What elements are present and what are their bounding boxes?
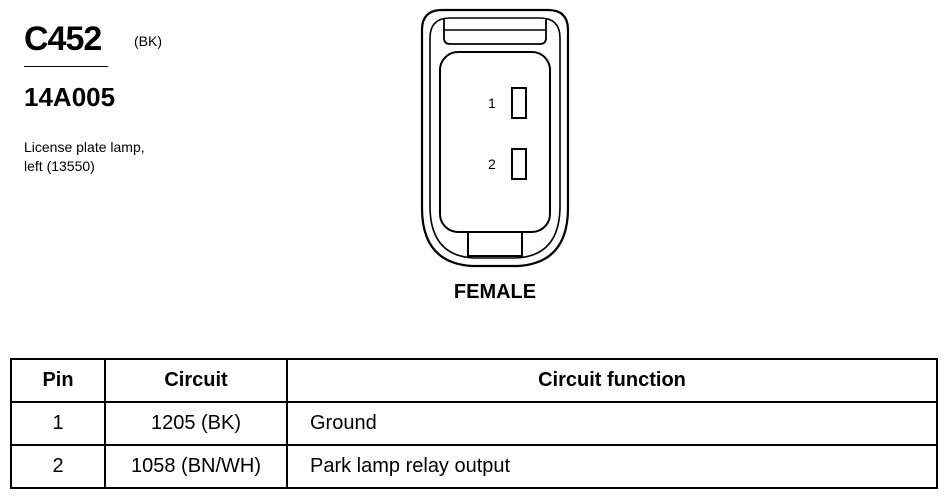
connector-outer-shell xyxy=(420,8,570,268)
view-label: FEMALE xyxy=(453,281,537,303)
locking-tab xyxy=(443,18,547,45)
circuit-function-cell: Park lamp relay output xyxy=(286,444,938,489)
connector-inner-shell xyxy=(429,17,561,259)
description-line: left (13550) xyxy=(24,158,95,174)
connector-description: License plate lamp, left (13550) xyxy=(24,138,145,176)
connector-id: C452 xyxy=(24,20,102,58)
circuit-cell: 1058 (BN/WH) xyxy=(104,444,288,489)
pin-1-terminal xyxy=(511,87,527,119)
pinout-table: Pin Circuit Circuit function 1 1205 (BK)… xyxy=(10,358,938,489)
connector-face-diagram: 1 2 xyxy=(420,8,570,268)
pin-cell: 2 xyxy=(10,444,106,489)
pin-2-terminal xyxy=(511,148,527,180)
title-divider xyxy=(24,66,108,67)
polarizing-key xyxy=(467,232,523,257)
column-header-pin: Pin xyxy=(10,358,106,403)
description-line: License plate lamp, xyxy=(24,139,145,155)
pin-cell: 1 xyxy=(10,401,106,446)
circuit-function-cell: Ground xyxy=(286,401,938,446)
column-header-circuit: Circuit xyxy=(104,358,288,403)
terminal-cavity-area xyxy=(439,51,551,233)
circuit-cell: 1205 (BK) xyxy=(104,401,288,446)
table-row: 1 1205 (BK) Ground xyxy=(10,401,938,446)
pin-2-label: 2 xyxy=(488,156,496,172)
part-number: 14A005 xyxy=(24,82,116,112)
table-row: 2 1058 (BN/WH) Park lamp relay output xyxy=(10,444,938,489)
column-header-circuit-function: Circuit function xyxy=(286,358,938,403)
table-header-row: Pin Circuit Circuit function xyxy=(10,358,938,403)
pin-1-label: 1 xyxy=(488,95,496,111)
connector-color: (BK) xyxy=(134,33,162,49)
